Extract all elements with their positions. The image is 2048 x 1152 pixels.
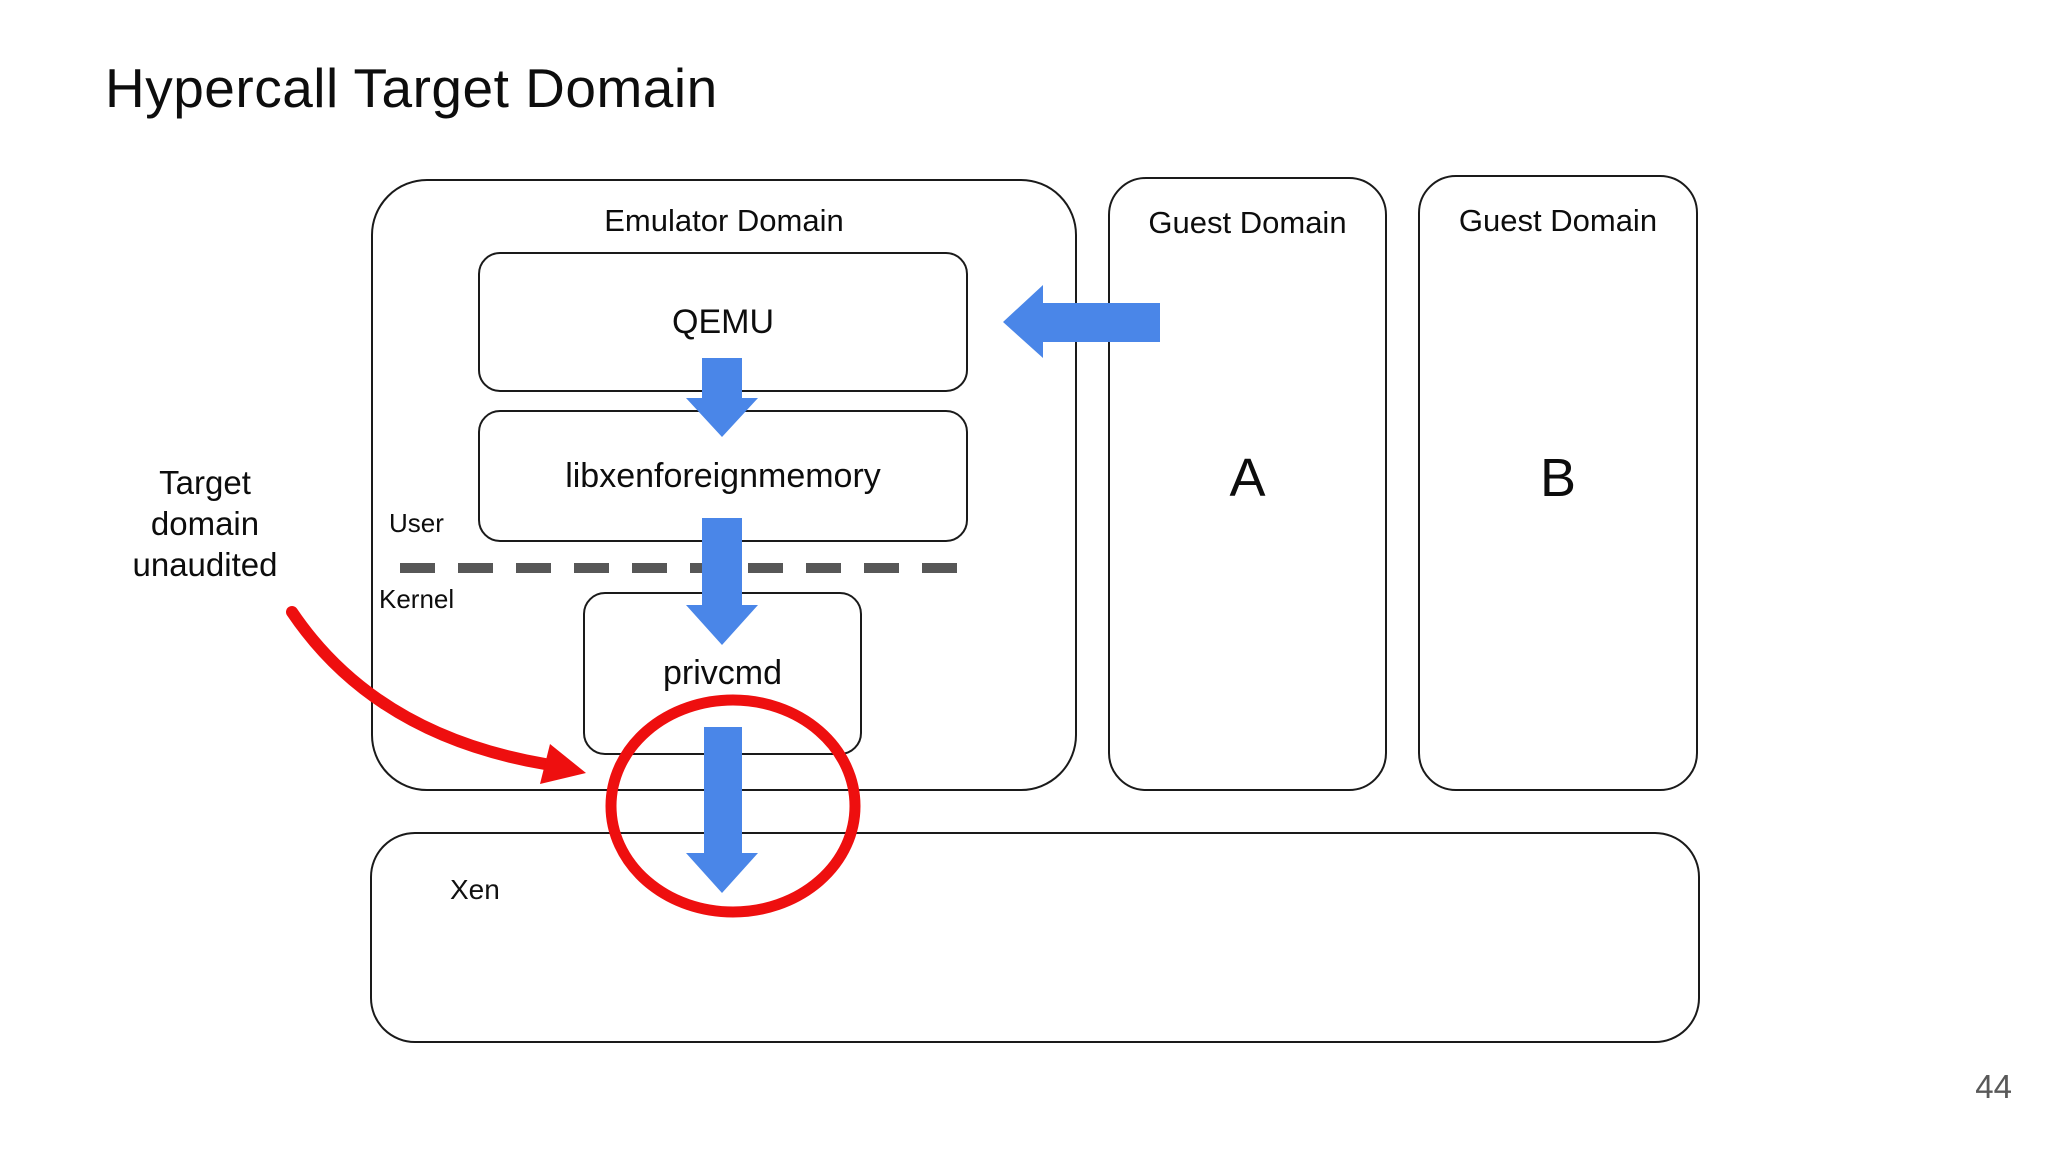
annotation-line: domain	[150, 505, 260, 542]
annotation-line: Target	[159, 464, 251, 501]
guest-domain-b-letter: B	[1539, 448, 1577, 508]
annotation-line: unaudited	[132, 546, 278, 583]
guest-domain-a-letter: A	[1229, 448, 1266, 508]
annotation-target-domain-unaudited: Target domain unaudited	[90, 462, 320, 585]
libxenforeignmemory-label: libxenforeignmemory	[565, 456, 881, 495]
kernel-space-label: Kernel	[379, 584, 455, 614]
emulator-domain-label: Emulator Domain	[604, 203, 844, 238]
guest-domain-b-box: Guest Domain B	[1418, 175, 1698, 791]
user-kernel-divider	[400, 563, 967, 573]
guest-domain-b-label: Guest Domain	[1458, 203, 1658, 238]
privcmd-box: privcmd	[583, 592, 862, 755]
xen-label: Xen	[450, 874, 500, 905]
page-number: 44	[1975, 1068, 2012, 1105]
slide-title: Hypercall Target Domain	[105, 57, 718, 119]
libxenforeignmemory-box: libxenforeignmemory	[478, 410, 968, 542]
guest-domain-a-box: Guest Domain A	[1108, 177, 1387, 791]
qemu-box: QEMU	[478, 252, 968, 392]
privcmd-label: privcmd	[662, 654, 783, 692]
user-space-label: User	[389, 508, 444, 538]
guest-domain-a-label: Guest Domain	[1148, 205, 1347, 240]
xen-box: Xen	[370, 832, 1700, 1043]
qemu-label: QEMU	[672, 302, 774, 341]
